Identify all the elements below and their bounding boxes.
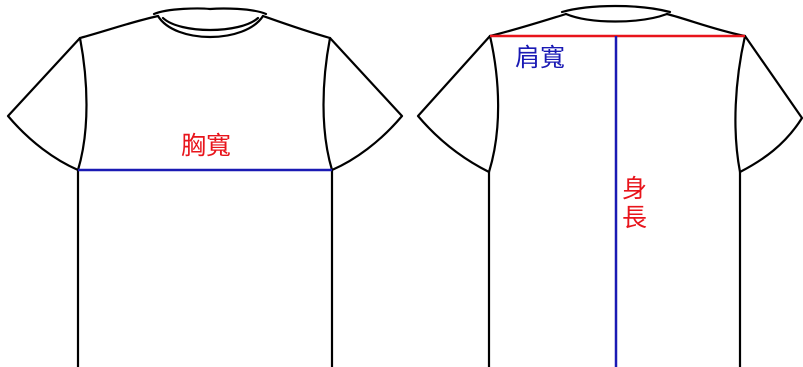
back-armhole-right — [734, 34, 747, 174]
shoulder-width-label: 肩寬 — [515, 43, 565, 72]
front-collar-inner — [152, 7, 268, 16]
front-tshirt: 胸寬 — [6, 7, 404, 367]
back-collar-inner — [560, 4, 672, 14]
back-armhole-left — [487, 34, 500, 174]
front-collar-outer — [156, 14, 265, 39]
front-collar-band — [161, 16, 260, 32]
front-armhole-right — [322, 36, 334, 172]
body-length-label-line1: 身 — [622, 174, 647, 203]
front-armhole-left — [76, 36, 88, 172]
back-tshirt: 肩寬 身 長 — [416, 4, 803, 367]
chest-width-label: 胸寬 — [181, 131, 231, 160]
back-collar-outer — [564, 12, 669, 23]
front-tshirt-outline — [6, 14, 404, 367]
back-tshirt-outline — [416, 12, 803, 367]
body-length-label-line2: 長 — [622, 203, 647, 232]
